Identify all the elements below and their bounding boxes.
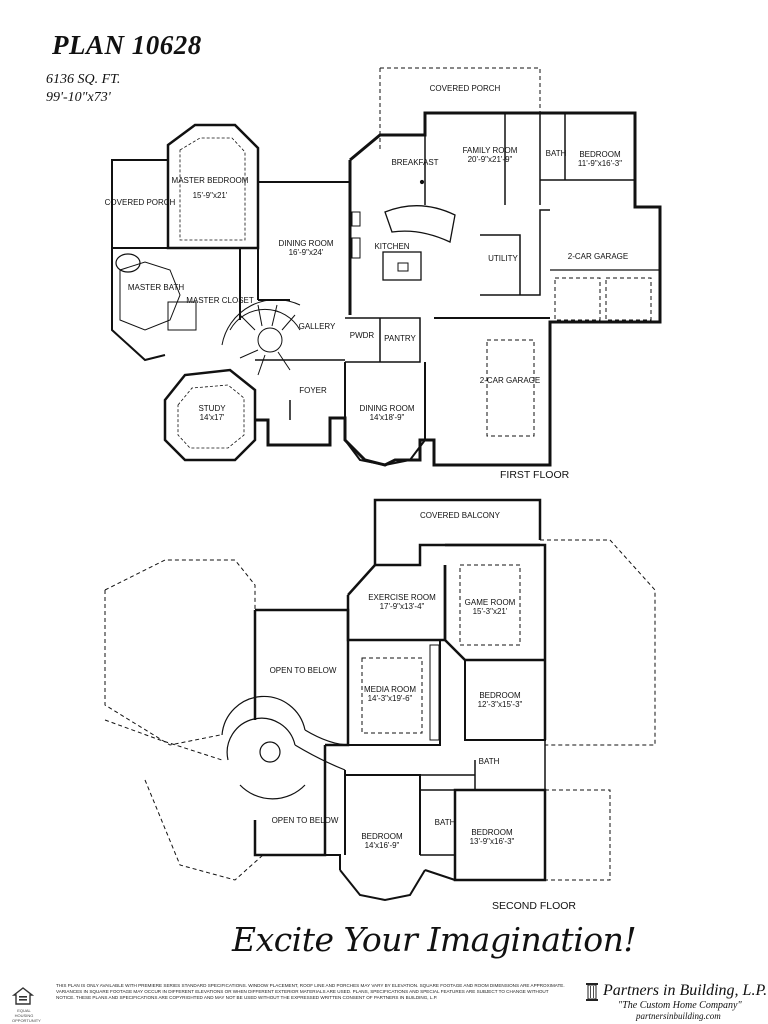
room-pwdr: PWDR (350, 331, 375, 340)
room-bedroom-lower: BEDROOM (471, 828, 513, 837)
room-dining-front: DINING ROOM (359, 404, 414, 413)
second-floor-walls (104, 498, 656, 902)
room-garage-right: 2-CAR GARAGE (568, 252, 628, 261)
room-media: MEDIA ROOM (364, 685, 416, 694)
equal-housing-icon (12, 987, 34, 1005)
first-floor-walls (111, 67, 662, 467)
room-kitchen: KITCHEN (374, 242, 409, 251)
overall-dimensions: 99'-10"x73' (46, 90, 111, 105)
room-exercise: EXERCISE ROOM (368, 593, 436, 602)
first-floor-labels: COVERED PORCH BREAKFAST FAMILY ROOM 20'-… (105, 84, 629, 481)
room-family-room: FAMILY ROOM (463, 146, 518, 155)
room-garage-front: 2-CAR GARAGE (480, 376, 540, 385)
room-study-size: 14'x17' (200, 413, 225, 422)
room-gallery: GALLERY (299, 322, 336, 331)
room-bedroom-first-size: 11'-9"x16'-3" (578, 159, 622, 168)
equal-housing-label: EQUAL HOUSING OPPORTUNITY (12, 1008, 41, 1023)
room-game: GAME ROOM (465, 598, 516, 607)
room-breakfast: BREAKFAST (391, 158, 438, 167)
room-master-bath: MASTER BATH (128, 283, 185, 292)
room-open-below-bottom: OPEN TO BELOW (272, 816, 339, 825)
room-dining-front-size: 14'x18'-9" (370, 413, 405, 422)
second-floor-label: SECOND FLOOR (492, 900, 576, 912)
square-footage: 6136 SQ. FT. (46, 72, 121, 87)
room-bedroom-lower-size: 13'-9"x16'-3" (470, 837, 515, 846)
first-floor-label: FIRST FLOOR (500, 469, 570, 481)
column-logo-icon (586, 983, 598, 1001)
room-bedroom-center: BEDROOM (361, 832, 403, 841)
room-bedroom-center-size: 14'x16'-9" (365, 841, 400, 850)
room-dining-size: 16'-9"x24' (289, 248, 324, 257)
room-open-below-top: OPEN TO BELOW (270, 666, 337, 675)
room-bedroom-right-size: 12'-3"x15'-3" (478, 700, 523, 709)
room-family-room-size: 20'-9"x21'-9" (468, 155, 513, 164)
company-name: Partners in Building, L.P. (603, 982, 768, 999)
room-covered-balcony: COVERED BALCONY (420, 511, 501, 520)
room-bedroom-right: BEDROOM (479, 691, 521, 700)
room-bath-lower: BATH (435, 818, 456, 827)
room-master-bedroom-size: 15'-9"x21' (193, 191, 228, 200)
room-covered-porch-rear: COVERED PORCH (430, 84, 501, 93)
room-foyer: FOYER (299, 386, 327, 395)
room-bath-first: BATH (546, 149, 567, 158)
room-covered-porch-side: COVERED PORCH (105, 198, 176, 207)
room-master-closet: MASTER CLOSET (186, 296, 254, 305)
room-media-size: 14'-3"x19'-6" (368, 694, 413, 703)
room-master-bedroom: MASTER BEDROOM (172, 176, 249, 185)
room-bedroom-first: BEDROOM (579, 150, 621, 159)
room-study: STUDY (198, 404, 226, 413)
room-pantry: PANTRY (384, 334, 416, 343)
room-bath-upper: BATH (479, 757, 500, 766)
room-dining: DINING ROOM (278, 239, 333, 248)
room-exercise-size: 17'-9"x13'-4" (380, 602, 425, 611)
slogan: Excite Your Imagination! (232, 920, 637, 959)
room-game-size: 15'-3"x21' (473, 607, 508, 616)
disclaimer-text: This plan is only available with Premier… (56, 983, 565, 1000)
company-tagline: "The Custom Home Company" (618, 1000, 742, 1011)
second-floor-labels: COVERED BALCONY EXERCISE ROOM 17'-9"x13'… (270, 511, 577, 912)
plan-title: PLAN 10628 (52, 30, 202, 60)
company-website: partnersinbuilding.com (636, 1011, 721, 1021)
room-utility: UTILITY (488, 254, 518, 263)
